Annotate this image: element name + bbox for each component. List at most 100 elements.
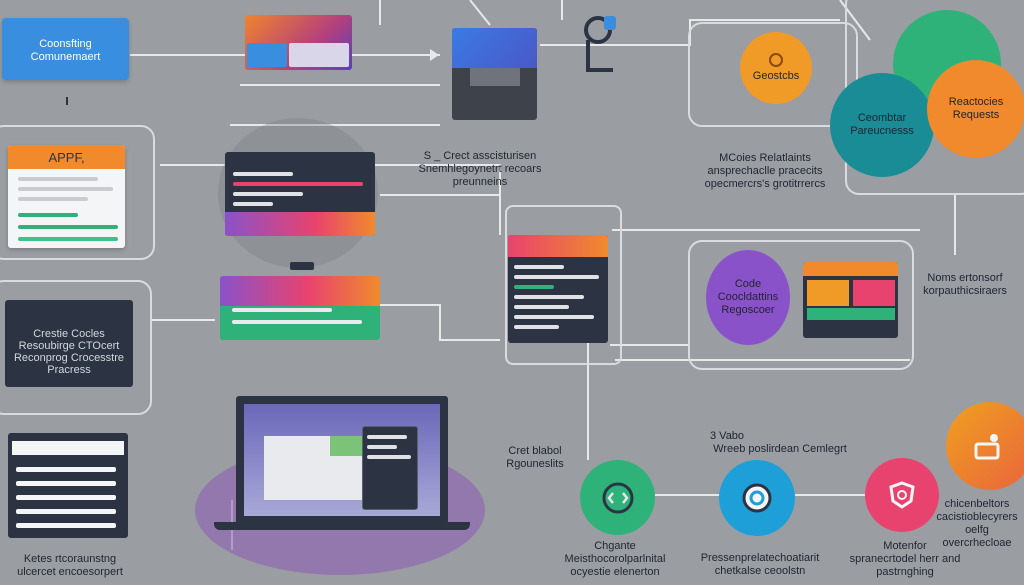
create-codes-line-4: Pracress bbox=[47, 364, 91, 376]
chicenbeltors-line-1: chicenbeltors bbox=[944, 498, 1010, 510]
motenfor-line-2: spranecrtodel herr and bbox=[849, 553, 961, 565]
app-line-6 bbox=[18, 237, 118, 241]
list-line-3 bbox=[16, 495, 116, 500]
banner-line-2 bbox=[232, 320, 362, 324]
panel-line-5 bbox=[514, 305, 569, 309]
small-tick bbox=[66, 97, 68, 105]
pressenprolet-label: Pressenprelatechoatiarit chetkalse ceool… bbox=[690, 552, 830, 578]
code-footer bbox=[225, 212, 375, 236]
reactes-label: Reactocies bbox=[948, 96, 1004, 108]
screen-code-line-1 bbox=[367, 435, 407, 439]
app-line-5 bbox=[18, 225, 118, 229]
magnet-icon bbox=[584, 16, 616, 72]
ceombar-label: Ceombtar bbox=[857, 112, 907, 124]
list-node[interactable] bbox=[8, 433, 128, 538]
code-circle-line-2: Coocldattins bbox=[717, 291, 779, 303]
panel-line-3 bbox=[514, 285, 554, 289]
app-window-icon[interactable] bbox=[452, 28, 537, 120]
chicenbeltors-line-2: cacistioblecyrers bbox=[936, 511, 1018, 523]
mcoles-label: MCoies Relatlaints ansprechaclle praceci… bbox=[680, 152, 850, 191]
list-header bbox=[12, 441, 124, 455]
shield-symbol-icon bbox=[889, 481, 915, 509]
code-panel-node[interactable] bbox=[508, 235, 608, 343]
dashboard-block-1 bbox=[807, 280, 849, 306]
chicenbeltors-label: chicenbeltors cacistioblecyrers oelfg ov… bbox=[930, 498, 1024, 550]
chat-icon[interactable] bbox=[946, 402, 1024, 490]
gradient-banner-node[interactable] bbox=[220, 276, 380, 340]
pressenprolet-line-1: Pressenprelatechoatiarit bbox=[700, 552, 820, 564]
chgante-label: Chgante Meisthocorolparlnital ocyestie e… bbox=[540, 540, 690, 579]
app-node[interactable]: APPF, bbox=[8, 145, 125, 248]
arrow-head-icon bbox=[430, 49, 439, 61]
cost-assistant-label: S _ Crect asscisturisen Snemhlegoynetrt … bbox=[405, 150, 555, 189]
code-line-2 bbox=[233, 182, 363, 186]
banner-line-1 bbox=[232, 308, 332, 312]
motenfor-line-3: pastrnghing bbox=[876, 566, 934, 578]
code-circle-line-3: Regoscoer bbox=[721, 304, 775, 316]
create-codes-line-2: Resoubirge CTOcert bbox=[18, 340, 120, 352]
kerten-line-1: Ketes rtcoraunstng bbox=[23, 553, 117, 565]
create-codes-label: Crestie Cocles bbox=[33, 328, 105, 340]
app-line-2 bbox=[18, 187, 113, 191]
target-symbol-icon bbox=[742, 483, 772, 513]
noise-line-2: korpauthicsiraers bbox=[923, 285, 1007, 297]
pressenprolet-line-2: chetkalse ceoolstn bbox=[714, 565, 806, 577]
kerten-line-2: ulcercet encoesorpert bbox=[17, 566, 123, 578]
create-codes-node[interactable]: Crestie Cocles Resoubirge CTOcert Reconp… bbox=[5, 300, 133, 387]
app-header bbox=[8, 145, 125, 169]
frame-code-panel bbox=[505, 205, 622, 365]
chgante-line-2: Meisthocorolparlnital bbox=[564, 553, 666, 565]
window-pane-light bbox=[289, 43, 349, 67]
gradient-window[interactable] bbox=[245, 15, 352, 70]
list-line-2 bbox=[16, 481, 116, 486]
window-slot bbox=[470, 68, 520, 86]
dashboard-header bbox=[803, 262, 898, 276]
panel-line-7 bbox=[514, 325, 559, 329]
laptop-icon[interactable] bbox=[236, 396, 448, 524]
code-panel-header bbox=[508, 235, 608, 257]
frame-consulting-right bbox=[688, 22, 858, 127]
video-label: 3 Vabo Wreeb poslirdean Cemlegrt bbox=[690, 430, 870, 456]
screen-code-line-2 bbox=[367, 445, 397, 449]
geostcbs-circle[interactable]: Geostcbs bbox=[740, 32, 812, 104]
cret-line-2: Rgouneslits bbox=[506, 458, 564, 470]
cost-assistant-line-1: S _ Crect asscisturisen bbox=[423, 150, 537, 162]
panel-line-1 bbox=[514, 265, 564, 269]
code-editor-icon[interactable] bbox=[225, 152, 375, 236]
cret-label: Cret blabol Rgouneslits bbox=[480, 445, 590, 471]
mcoles-line-1: MCoies Relatlaints bbox=[719, 152, 811, 164]
dashboard-window[interactable] bbox=[803, 262, 898, 338]
mcoles-line-2: ansprechaclle pracecits bbox=[707, 165, 823, 177]
screen-code bbox=[362, 426, 418, 510]
light-bulb-icon bbox=[769, 53, 783, 67]
create-codes-line-3: Reconprog Crocesstre bbox=[13, 352, 125, 364]
mcoles-line-3: opecmercrs's grotitrrercs bbox=[704, 178, 826, 190]
app-label: APPF, bbox=[48, 150, 85, 165]
code-circle-green[interactable] bbox=[580, 460, 655, 535]
dashboard-block-2 bbox=[853, 280, 895, 306]
app-line-3 bbox=[18, 197, 88, 201]
kerten-label: Ketes rtcoraunstng ulcercet encoesorpert bbox=[0, 553, 140, 579]
panel-line-6 bbox=[514, 315, 594, 319]
geostcbs-label: Geostcbs bbox=[752, 70, 800, 82]
video-line-2: Wreeb poslirdean Cemlegrt bbox=[713, 443, 847, 455]
code-line-4 bbox=[233, 202, 273, 206]
frame-app bbox=[0, 125, 155, 260]
panel-line-2 bbox=[514, 275, 599, 279]
noise-line-1: Noms ertonsorf bbox=[927, 272, 1003, 284]
shield-icon[interactable] bbox=[865, 458, 939, 532]
frame-create-codes bbox=[0, 280, 152, 415]
consulting-node[interactable]: Coonsfting Comunemaert bbox=[2, 18, 129, 80]
frame-code-circle bbox=[688, 240, 914, 370]
motenfor-label: Motenfor spranecrtodel herr and pastrngh… bbox=[840, 540, 970, 579]
screen-code-line-3 bbox=[367, 455, 411, 459]
app-line-4 bbox=[18, 213, 78, 217]
target-icon[interactable] bbox=[719, 460, 795, 536]
hub-node bbox=[290, 262, 314, 270]
window-pane-blue bbox=[247, 43, 287, 67]
noise-estimate-label: Noms ertonsorf korpauthicsiraers bbox=[905, 272, 1024, 298]
dashboard-block-3 bbox=[807, 308, 895, 320]
code-circle-icon[interactable]: Code Coocldattins Regoscoer bbox=[706, 250, 790, 345]
